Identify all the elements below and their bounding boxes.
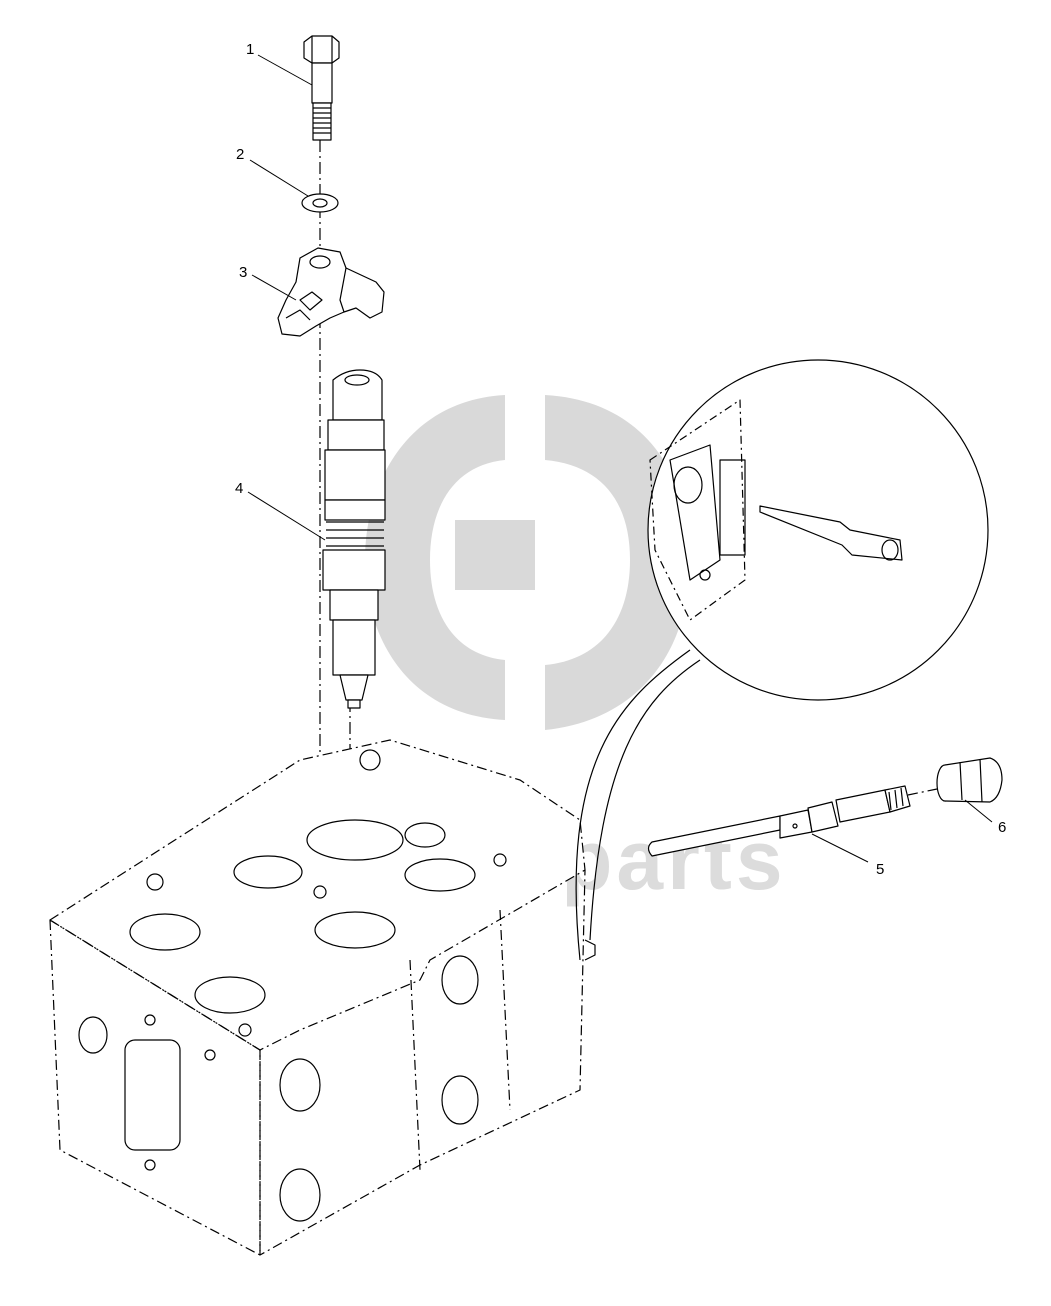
detail-connector-line (575, 649, 691, 961)
leader-lines (247, 54, 993, 863)
callout-2: 2 (236, 146, 245, 163)
callout-1: 1 (246, 41, 255, 58)
washer-part (301, 193, 339, 213)
detail-connector-line-2 (589, 659, 701, 941)
clamp-part (277, 247, 385, 337)
bolt-part (303, 35, 340, 141)
connector-part (647, 785, 911, 857)
detail-view (647, 359, 989, 701)
callout-6: 6 (998, 819, 1007, 836)
callout-5: 5 (876, 861, 885, 878)
cylinder-head-part (49, 739, 596, 1256)
injector-part (322, 369, 386, 709)
callout-3: 3 (239, 264, 248, 281)
callout-4: 4 (235, 480, 244, 497)
nut-part (907, 757, 1003, 803)
